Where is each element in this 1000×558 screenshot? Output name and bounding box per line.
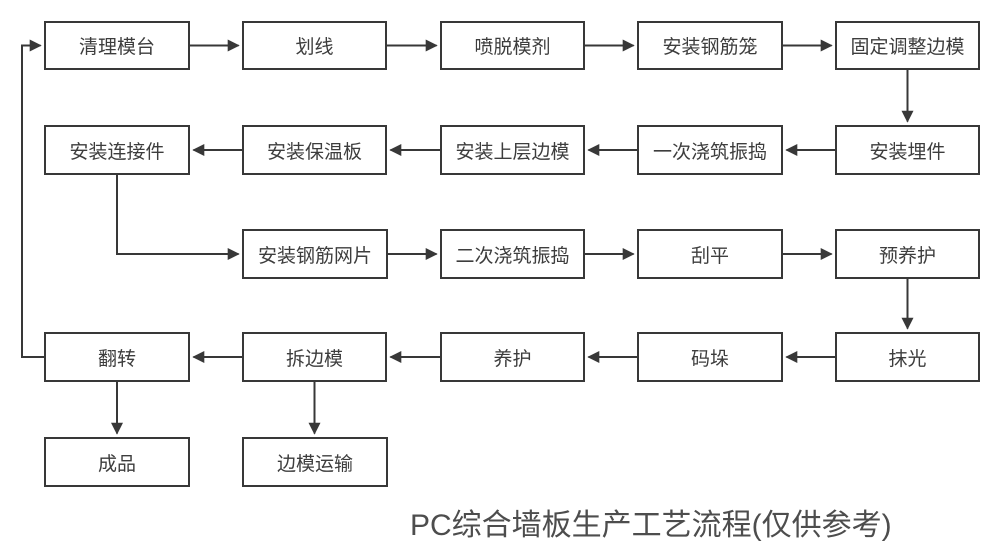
- flow-node-flip: 翻转: [44, 332, 190, 382]
- diagram-caption: PC综合墙板生产工艺流程(仅供参考): [410, 509, 892, 542]
- flow-node-install-insulation-board: 安装保温板: [242, 125, 387, 175]
- flow-node-install-upper-side-forms: 安装上层边模: [440, 125, 585, 175]
- flow-node-install-rebar-cage: 安装钢筋笼: [637, 21, 783, 70]
- arrow-install-connectors-to-install-rebar-mesh: [116, 175, 240, 260]
- flow-node-side-form-transport: 边模运输: [242, 437, 388, 487]
- flow-node-install-connectors: 安装连接件: [44, 125, 190, 175]
- flow-node-install-rebar-mesh: 安装钢筋网片: [242, 229, 388, 279]
- flow-node-remove-side-forms: 拆边模: [242, 332, 387, 382]
- flow-node-fix-adjust-side-forms: 固定调整边模: [835, 21, 980, 70]
- flow-node-clean-mold-table: 清理模台: [44, 21, 190, 70]
- flow-node-second-pour-vibrate: 二次浇筑振捣: [440, 229, 585, 279]
- flow-node-stacking: 码垛: [637, 332, 783, 382]
- flow-node-curing: 养护: [440, 332, 585, 382]
- flow-node-spray-release-agent: 喷脱模剂: [440, 21, 585, 70]
- flow-node-screed: 刮平: [637, 229, 783, 279]
- flow-node-trowel-finish: 抹光: [835, 332, 980, 382]
- flow-node-install-embedded-parts: 安装埋件: [835, 125, 980, 175]
- flow-node-finished-product: 成品: [44, 437, 190, 487]
- flow-node-marking: 划线: [242, 21, 387, 70]
- flow-node-first-pour-vibrate: 一次浇筑振捣: [637, 125, 783, 175]
- flow-node-pre-curing: 预养护: [835, 229, 980, 279]
- arrow-flip-to-clean-mold-table-loop: [21, 39, 44, 358]
